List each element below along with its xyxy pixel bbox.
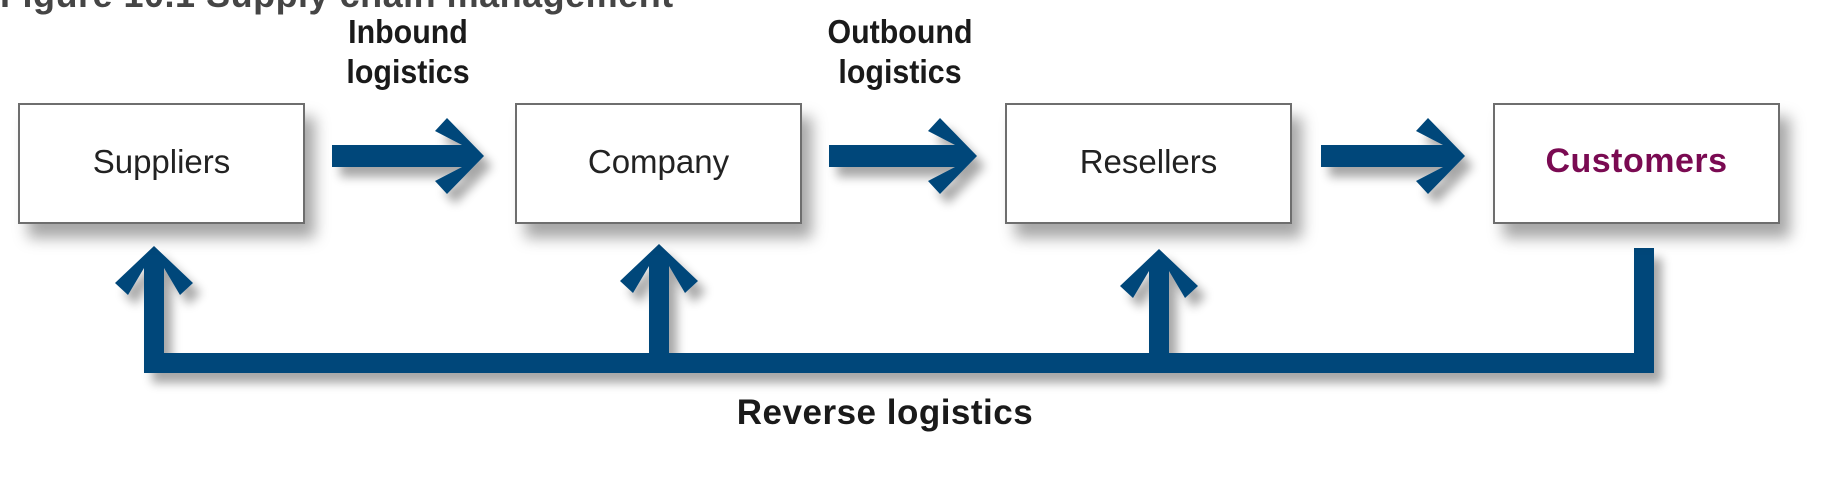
inbound-logistics-line2: logistics (346, 53, 470, 90)
inbound-logistics-line1: Inbound (348, 13, 468, 50)
node-suppliers: Suppliers (18, 103, 305, 224)
reverse-arrow-to-resellers (1120, 249, 1198, 372)
reverse-arrow-to-company (620, 244, 698, 372)
node-suppliers-label: Suppliers (92, 142, 231, 180)
figure-title: Figure 10.1 Supply chain management (0, 0, 674, 16)
reverse-from-customers-line (1634, 248, 1654, 373)
outbound-arrow (829, 118, 977, 194)
node-resellers: Resellers (1005, 103, 1292, 224)
reverse-logistics-bar (144, 353, 1654, 373)
node-company-label: Company (587, 142, 730, 180)
outbound-logistics-label: Outbound logistics (803, 12, 996, 92)
inbound-logistics-label: Inbound logistics (321, 12, 496, 92)
reverse-logistics-label: Reverse logistics (736, 393, 1034, 432)
outbound-logistics-line1: Outbound (827, 13, 973, 50)
outbound-logistics-line2: logistics (838, 53, 962, 90)
node-resellers-label: Resellers (1079, 142, 1218, 180)
node-customers-label: Customers (1545, 142, 1728, 180)
to-customers-arrow (1321, 118, 1465, 194)
node-company: Company (515, 103, 802, 224)
reverse-arrow-to-suppliers (115, 246, 193, 372)
inbound-arrow (332, 118, 484, 194)
node-customers: Customers (1493, 103, 1780, 224)
